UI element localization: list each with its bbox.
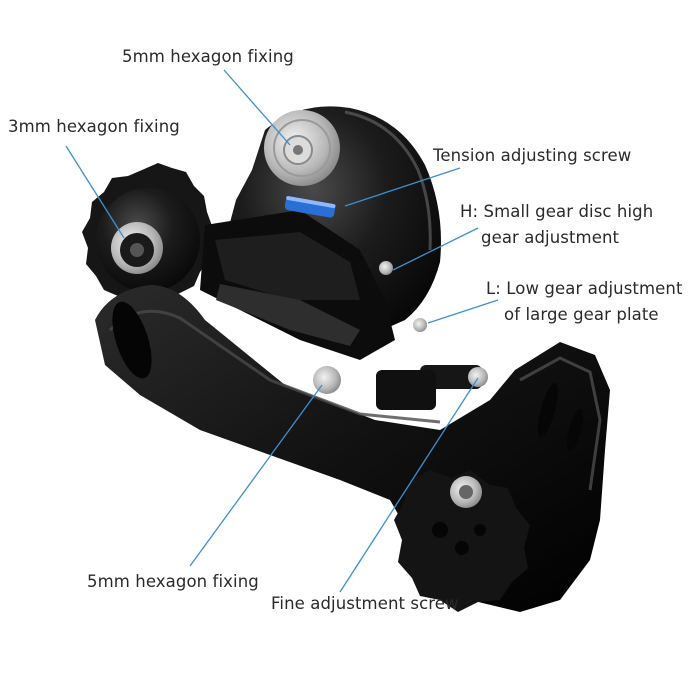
leader-left-fixing [65,145,125,239]
callout-fine-screw: Fine adjustment screw [271,594,459,613]
upper-pulley [82,163,212,306]
derailleur-body [200,106,488,410]
leader-lines [65,69,499,593]
callout-bottom-fixing: 5mm hexagon fixing [87,572,259,591]
leader-h-adjust [392,227,479,271]
callout-top-fixing: 5mm hexagon fixing [122,47,294,66]
leader-top-fixing [223,69,291,146]
leader-fine-screw [339,377,479,593]
callout-h-adjust: H: Small gear disc high gear adjustment [460,202,654,247]
cage-plate [95,285,610,612]
leader-tension-screw [344,167,461,207]
callout-tension-screw: Tension adjusting screw [433,146,632,165]
leader-l-adjust [427,299,499,324]
callout-left-fixing: 3mm hexagon fixing [8,117,180,136]
callout-l-adjust: L: Low gear adjustment of large gear pla… [486,279,683,324]
leader-bottom-fixing [189,384,323,567]
